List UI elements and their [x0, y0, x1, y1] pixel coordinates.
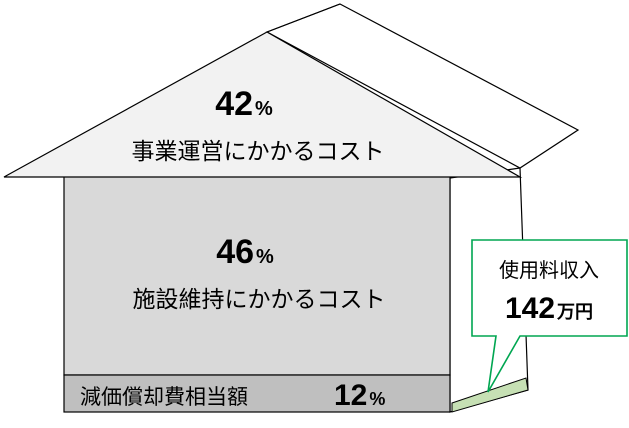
- facility-maintenance-wall: [63, 174, 451, 376]
- roof-percent: 42%: [215, 85, 273, 123]
- depreciation-base-strip: [63, 374, 451, 413]
- roof-ridge-line: [266, 3, 341, 33]
- usage-fee-side-strip: [451, 377, 529, 413]
- base-label: 減価償却費相当額: [80, 385, 248, 409]
- roof-label: 事業運営にかかるコスト: [132, 139, 385, 165]
- usage-fee-callout: [471, 239, 628, 393]
- callout-label: 使用料収入: [499, 258, 599, 282]
- wall-percent: 46%: [216, 233, 274, 271]
- wall-label: 施設維持にかかるコスト: [133, 287, 386, 313]
- base-percent: 12%: [334, 379, 385, 412]
- business-operation-roof: [3, 31, 523, 178]
